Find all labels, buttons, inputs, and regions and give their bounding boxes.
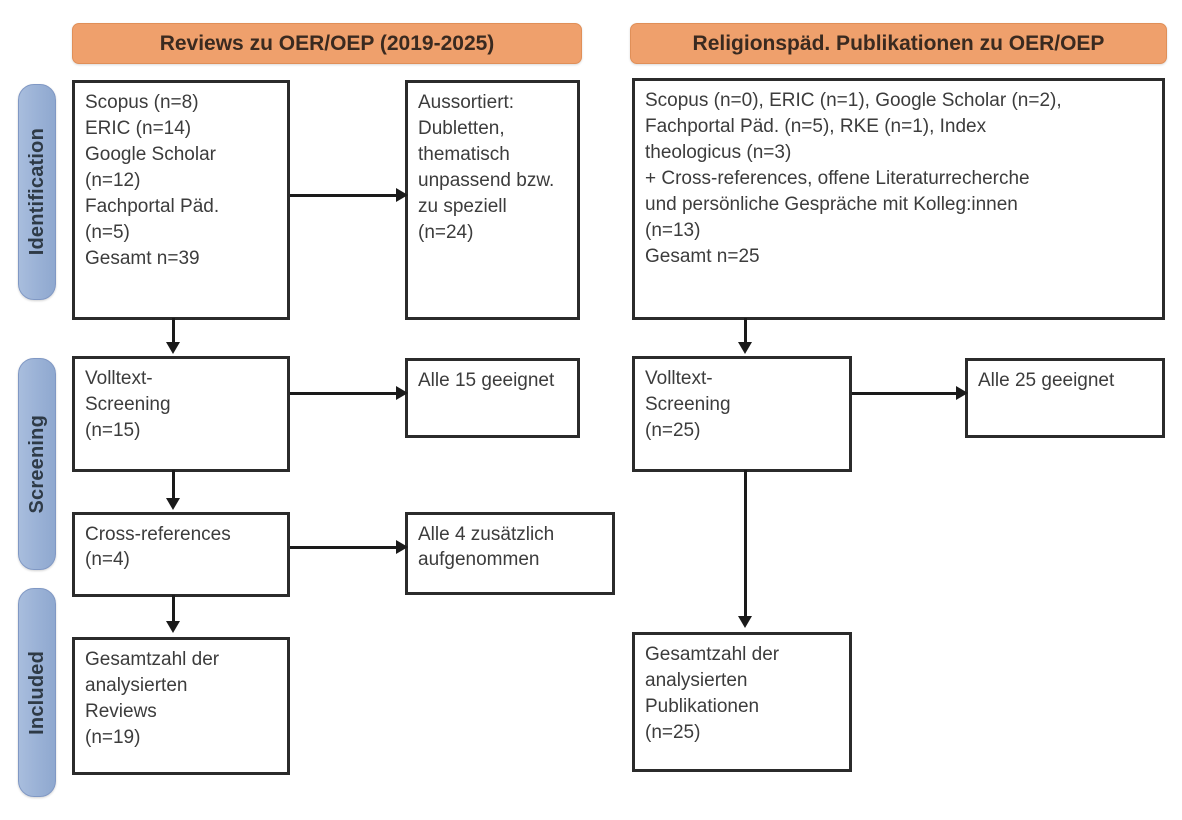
connector-left-crossrefs-to-included xyxy=(172,595,175,623)
arrowhead-left-sources-to-excluded xyxy=(396,188,408,202)
box-left-identification-sources-text: Scopus (n=8) ERIC (n=14) Google Scholar … xyxy=(85,92,220,270)
arrowhead-left-screening-to-result xyxy=(396,386,408,400)
connector-left-screening-to-result xyxy=(290,392,398,395)
arrowhead-left-sources-to-screening xyxy=(166,342,180,354)
box-right-fulltext-screening: Volltext- Screening (n=25) xyxy=(632,356,852,472)
arrowhead-right-sources-to-screening xyxy=(738,342,752,354)
box-right-fulltext-result-text: Alle 25 geeignet xyxy=(978,370,1115,391)
box-left-fulltext-result-text: Alle 15 geeignet xyxy=(418,370,555,391)
arrowhead-right-screening-to-included xyxy=(738,616,752,628)
stage-pill-identification: Identification xyxy=(18,84,56,300)
connector-left-sources-to-excluded xyxy=(290,194,398,197)
box-left-identification-sources: Scopus (n=8) ERIC (n=14) Google Scholar … xyxy=(72,80,290,320)
box-right-included-total: Gesamtzahl der analysierten Publikatione… xyxy=(632,632,852,772)
box-left-cross-references: Cross-references (n=4) xyxy=(72,512,290,597)
box-left-cross-references-result: Alle 4 zusätzlich aufgenommen xyxy=(405,512,615,595)
box-left-excluded-text: Aussortiert: Dubletten, thematisch unpas… xyxy=(418,92,555,244)
stage-label-included: Included xyxy=(25,650,48,735)
box-left-cross-references-text: Cross-references (n=4) xyxy=(85,524,231,571)
stage-pill-screening: Screening xyxy=(18,358,56,570)
column-header-reviews: Reviews zu OER/OEP (2019-2025) xyxy=(72,23,582,64)
box-right-fulltext-screening-text: Volltext- Screening (n=25) xyxy=(645,368,731,442)
stage-label-identification: Identification xyxy=(25,128,48,256)
box-left-fulltext-screening: Volltext- Screening (n=15) xyxy=(72,356,290,472)
arrowhead-left-crossrefs-to-result xyxy=(396,540,408,554)
box-right-included-total-text: Gesamtzahl der analysierten Publikatione… xyxy=(645,644,780,744)
connector-right-screening-to-result xyxy=(852,392,958,395)
column-header-publications-label: Religionspäd. Publikationen zu OER/OEP xyxy=(692,31,1105,55)
box-left-included-total: Gesamtzahl der analysierten Reviews (n=1… xyxy=(72,637,290,775)
box-left-fulltext-result: Alle 15 geeignet xyxy=(405,358,580,438)
column-header-reviews-label: Reviews zu OER/OEP (2019-2025) xyxy=(159,31,495,55)
column-header-publications: Religionspäd. Publikationen zu OER/OEP xyxy=(630,23,1167,64)
box-right-fulltext-result: Alle 25 geeignet xyxy=(965,358,1165,438)
connector-right-screening-to-included xyxy=(744,470,747,618)
arrowhead-left-crossrefs-to-included xyxy=(166,621,180,633)
box-right-identification-sources-text: Scopus (n=0), ERIC (n=1), Google Scholar… xyxy=(645,90,1062,268)
arrowhead-right-screening-to-result xyxy=(956,386,968,400)
box-left-cross-references-result-text: Alle 4 zusätzlich aufgenommen xyxy=(418,524,555,571)
arrowhead-left-screening-to-crossrefs xyxy=(166,498,180,510)
box-left-excluded: Aussortiert: Dubletten, thematisch unpas… xyxy=(405,80,580,320)
box-left-fulltext-screening-text: Volltext- Screening (n=15) xyxy=(85,368,171,442)
connector-right-sources-to-screening xyxy=(744,318,747,344)
connector-left-sources-to-screening xyxy=(172,318,175,344)
stage-pill-included: Included xyxy=(18,588,56,797)
stage-label-screening: Screening xyxy=(25,414,48,514)
box-right-identification-sources: Scopus (n=0), ERIC (n=1), Google Scholar… xyxy=(632,78,1165,320)
box-left-included-total-text: Gesamtzahl der analysierten Reviews (n=1… xyxy=(85,649,220,749)
connector-left-screening-to-crossrefs xyxy=(172,470,175,500)
connector-left-crossrefs-to-result xyxy=(290,546,398,549)
